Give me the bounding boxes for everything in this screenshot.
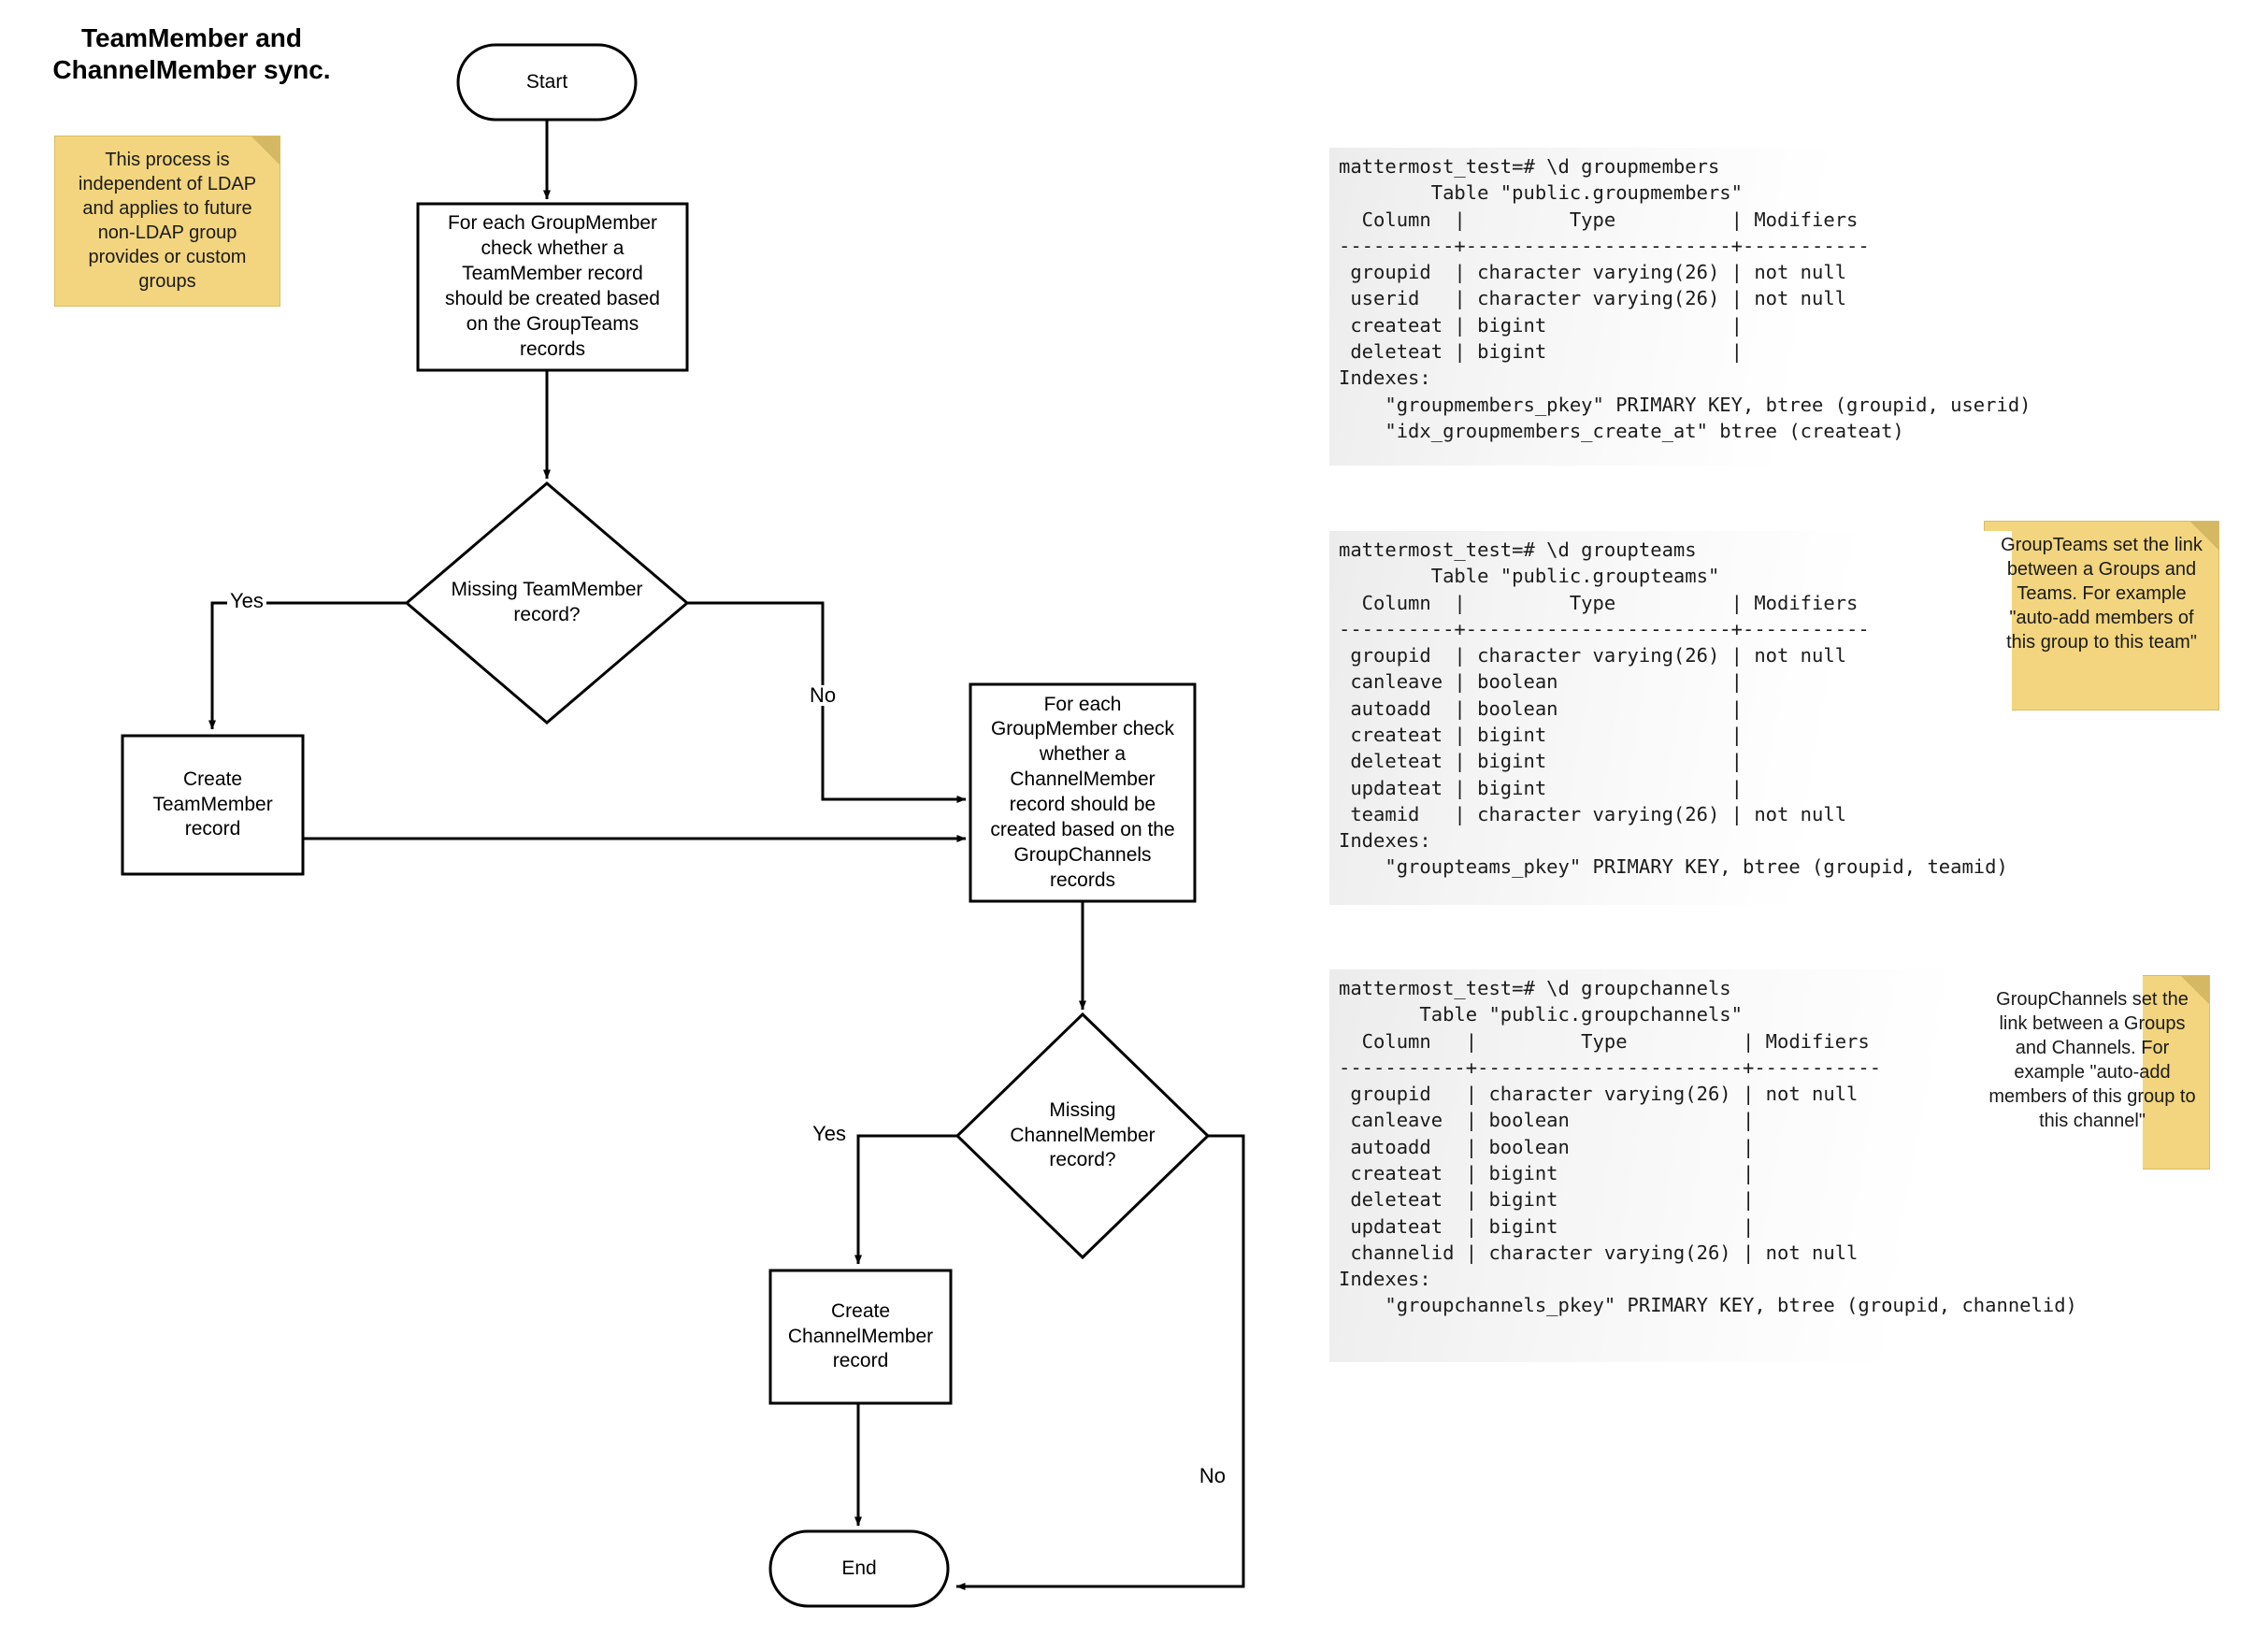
flowchart-canvas xyxy=(121,43,1245,1608)
sticky-note-ldap: This process is independent of LDAP and … xyxy=(54,136,280,307)
node-create-team[interactable] xyxy=(121,734,305,876)
sticky-note-ldap-text: This process is independent of LDAP and … xyxy=(78,150,257,292)
node-start[interactable] xyxy=(456,43,638,122)
sticky-note-groupteams: GroupTeams set the link between a Groups… xyxy=(1984,521,2219,710)
sticky-note-groupchannels-text: GroupChannels set the link between a Gro… xyxy=(1988,989,2196,1131)
node-create-channel[interactable] xyxy=(768,1269,953,1405)
node-process-team[interactable] xyxy=(416,202,689,372)
edge-label-channel-no: No xyxy=(1199,1464,1226,1487)
sticky-note-groupteams-text: GroupTeams set the link between a Groups… xyxy=(2001,535,2203,653)
edge-decision-team-yes xyxy=(208,601,407,730)
edge-decision-channel-no xyxy=(955,1134,1245,1590)
terminal-groupmembers: mattermost_test=# \d groupmembers Table … xyxy=(1329,148,2031,466)
edge-decision-channel-yes xyxy=(854,1134,957,1265)
terminal-groupteams: mattermost_test=# \d groupteams Table "p… xyxy=(1329,531,2012,905)
node-decision-channel[interactable] xyxy=(955,1012,1211,1260)
node-end[interactable] xyxy=(768,1529,950,1608)
node-decision-team[interactable] xyxy=(404,481,690,725)
edge-label-channel-yes: Yes xyxy=(812,1122,846,1145)
sticky-note-groupchannels: GroupChannels set the link between a Gro… xyxy=(1974,975,2210,1170)
edge-label-team-yes: Yes xyxy=(227,591,266,611)
terminal-groupchannels: mattermost_test=# \d groupchannels Table… xyxy=(1329,969,2143,1362)
node-process-channel[interactable] xyxy=(969,682,1197,903)
edge-label-team-no: No xyxy=(807,685,840,706)
